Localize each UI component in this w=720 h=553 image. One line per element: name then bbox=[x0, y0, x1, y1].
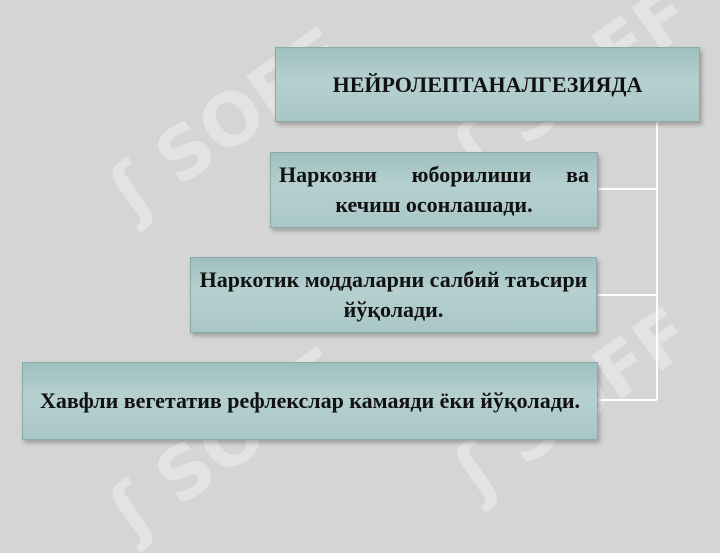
diagram-title-text: НЕЙРОЛЕПТАНАЛГЕЗИЯДА bbox=[332, 71, 643, 97]
diagram-title: НЕЙРОЛЕПТАНАЛГЕЗИЯДА bbox=[275, 47, 700, 122]
diagram-item-1: Наркозни юборилиши ва кечиш осонлашади. bbox=[270, 152, 598, 228]
diagram-item-text: Наркозни юборилиши ва кечиш осонлашади. bbox=[279, 162, 589, 217]
diagram-item-3: Хавфли вегетатив рефлекслар камаяди ёки … bbox=[22, 362, 598, 440]
diagram-item-text: Наркотик моддаларни салбий таъсири йўқол… bbox=[199, 267, 588, 322]
diagram-item-text: Хавфли вегетатив рефлекслар камаяди ёки … bbox=[39, 388, 581, 413]
diagram-item-2: Наркотик моддаларни салбий таъсири йўқол… bbox=[190, 257, 597, 333]
